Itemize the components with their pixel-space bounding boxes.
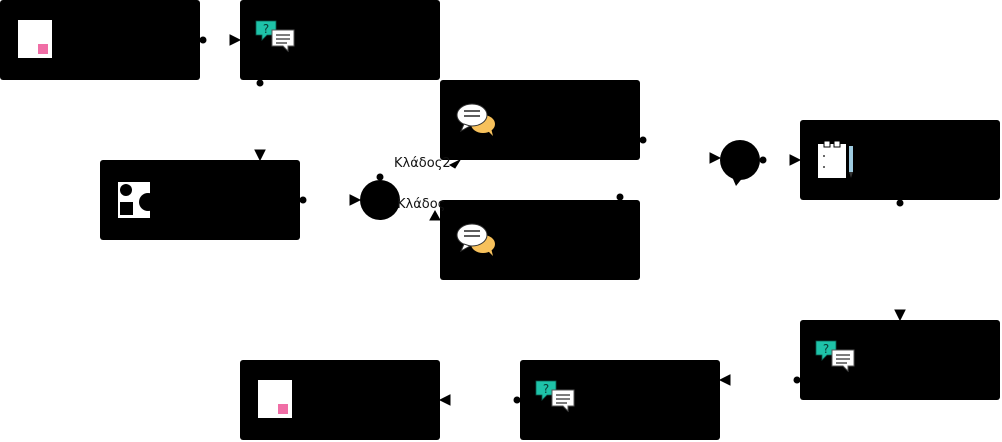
task-node-7[interactable] [800, 320, 1000, 400]
edge-n2-n3-start [256, 79, 264, 87]
edge-n7-n8-arrow [718, 374, 731, 386]
edge-n4-g2-arrow [709, 152, 722, 164]
gateway-merge[interactable] [718, 138, 762, 188]
edge-n6-n7-start [896, 199, 904, 207]
task-node-2[interactable] [240, 0, 440, 80]
shapes-icon [114, 178, 158, 222]
edge-g1-n4-arrow [448, 158, 462, 169]
note-icon [14, 18, 58, 62]
note-icon [254, 378, 298, 422]
edge-n3-g1-arrow [349, 194, 362, 206]
edge-n1-n2-start [199, 36, 207, 44]
edge-n1-n2-arrow [229, 34, 242, 46]
task-node-3[interactable] [100, 160, 300, 240]
question-chat-icon [814, 338, 858, 382]
branch-label-top: Κλάδος2 [394, 156, 451, 171]
task-node-9[interactable] [240, 360, 440, 440]
edge-g1-n5-arrow [429, 209, 441, 221]
branch-label-bottom: Κλάδος [397, 197, 446, 212]
edge-n3-g1-start [299, 196, 307, 204]
task-node-6[interactable] [800, 120, 1000, 200]
question-chat-icon [254, 18, 298, 62]
edge-n6-n7-arrow [894, 309, 906, 322]
edge-g2-n6-arrow [789, 154, 802, 166]
chat-bubbles-icon [454, 98, 498, 142]
task-node-8[interactable] [520, 360, 720, 440]
task-node-5[interactable] [440, 200, 640, 280]
question-chat-icon [534, 378, 578, 422]
edge-n2-n3-arrow [254, 149, 266, 162]
gateway-split[interactable] [360, 180, 400, 220]
task-node-4[interactable] [440, 80, 640, 160]
edge-n4-g2-start [639, 136, 647, 144]
chat-bubbles-icon [454, 218, 498, 262]
clipboard-pencil-icon [814, 138, 858, 182]
task-node-1[interactable] [0, 0, 200, 80]
edge-n8-n9-arrow [438, 394, 451, 406]
